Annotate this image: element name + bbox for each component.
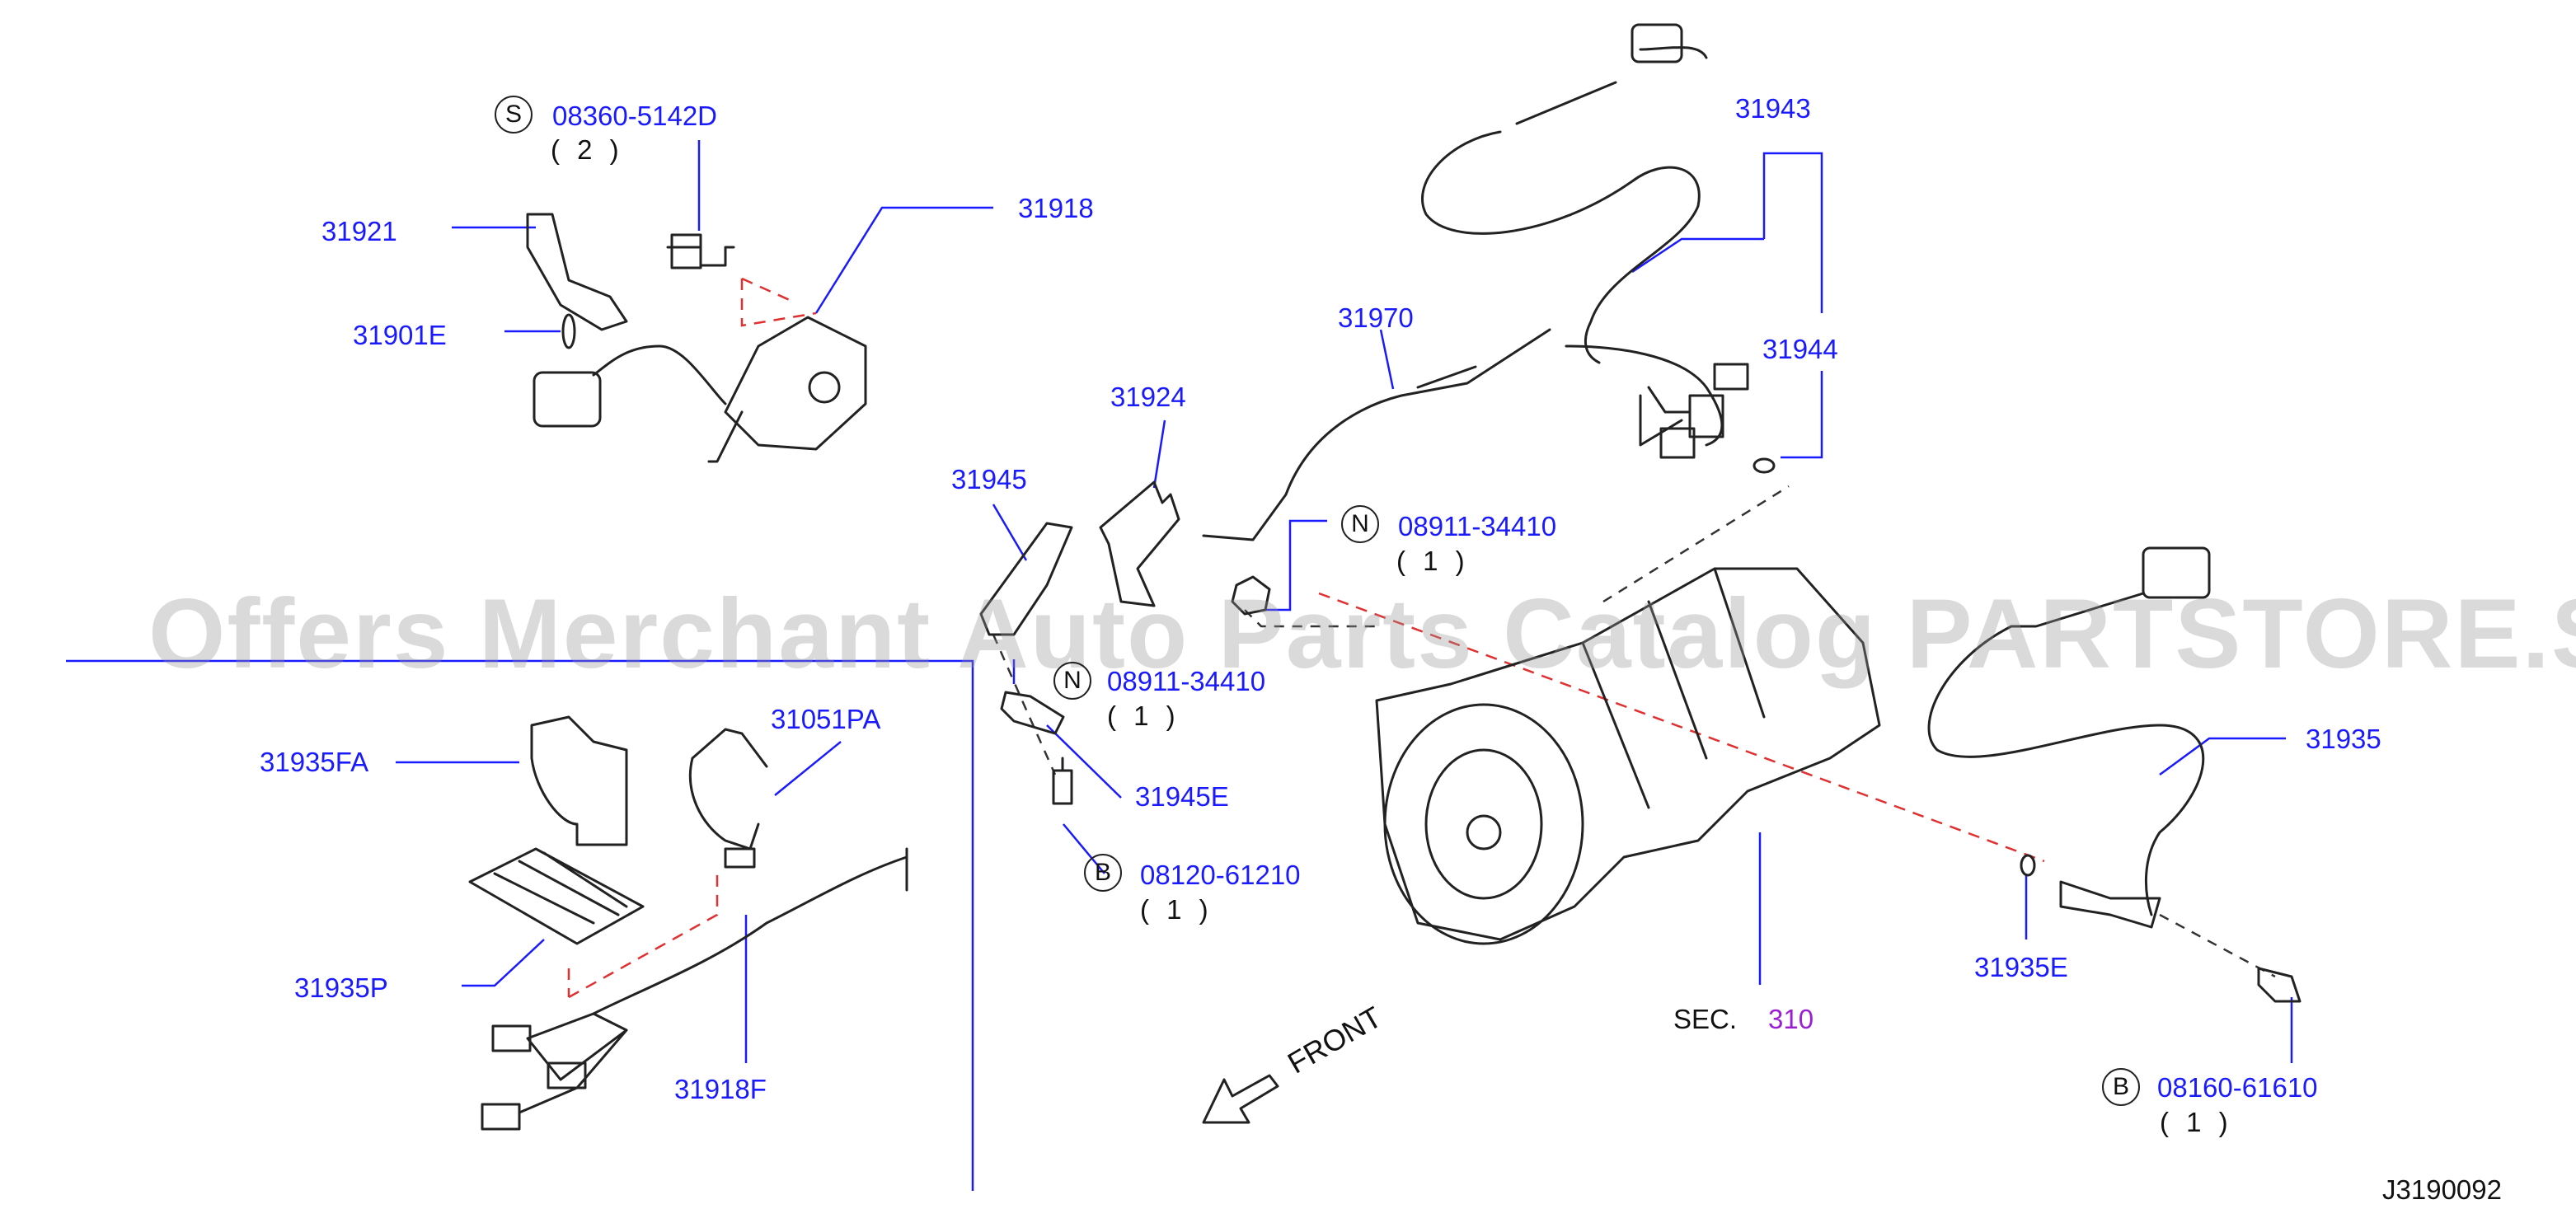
part-label-31918F[interactable]: 31918F	[674, 1074, 767, 1104]
fastener-type-s-badge: S	[495, 96, 533, 134]
part-label-31901E[interactable]: 31901E	[353, 320, 447, 350]
fastener-number-b-1[interactable]: 08120-61210	[1140, 860, 1301, 890]
alignment-lines	[567, 277, 2045, 999]
part-label-31918[interactable]: 31918	[1018, 193, 1094, 223]
fastener-type-n-badge-1: N	[1341, 505, 1379, 543]
part-label-31924[interactable]: 31924	[1110, 382, 1186, 412]
fastener-number-n-2[interactable]: 08911-34410	[1107, 666, 1266, 696]
parts-art	[468, 23, 2302, 1131]
fastener-qty-n-2: ( 1 )	[1107, 701, 1180, 731]
guide-lines	[992, 485, 2276, 978]
watermark-text: Offers Merchant Auto Parts Catalog PARTS…	[148, 579, 2576, 689]
part-label-31935E[interactable]: 31935E	[1974, 952, 2068, 982]
part-label-31945E[interactable]: 31945E	[1135, 781, 1229, 812]
fastener-number-b-2[interactable]: 08160-61610	[2157, 1072, 2318, 1103]
part-label-31051PA[interactable]: 31051PA	[771, 704, 881, 734]
diagram-code: J3190092	[2382, 1174, 2502, 1205]
fastener-type-n-badge-2: N	[1053, 662, 1091, 700]
section-ref-number[interactable]: 310	[1768, 1004, 1814, 1034]
part-label-31970[interactable]: 31970	[1338, 302, 1414, 333]
fastener-qty-b-2: ( 1 )	[2160, 1107, 2233, 1137]
part-label-31944[interactable]: 31944	[1762, 334, 1838, 364]
part-label-31935FA[interactable]: 31935FA	[260, 747, 369, 777]
part-label-31935[interactable]: 31935	[2306, 724, 2381, 754]
part-label-31943[interactable]: 31943	[1735, 93, 1811, 124]
section-ref-prefix: SEC.	[1673, 1004, 1738, 1034]
fastener-number-n-1[interactable]: 08911-34410	[1398, 511, 1557, 541]
part-label-31935P[interactable]: 31935P	[294, 972, 388, 1003]
fastener-type-b-badge-1: B	[1084, 854, 1122, 892]
fastener-qty-s: ( 2 )	[551, 134, 624, 165]
fastener-qty-n-1: ( 1 )	[1396, 546, 1470, 576]
fastener-number-s[interactable]: 08360-5142D	[552, 101, 717, 131]
part-label-31921[interactable]: 31921	[321, 216, 397, 246]
part-label-31945[interactable]: 31945	[951, 464, 1027, 494]
leader-lines	[66, 140, 2293, 1191]
fastener-type-b-badge-2: B	[2102, 1068, 2140, 1106]
fastener-qty-b-1: ( 1 )	[1140, 894, 1213, 925]
